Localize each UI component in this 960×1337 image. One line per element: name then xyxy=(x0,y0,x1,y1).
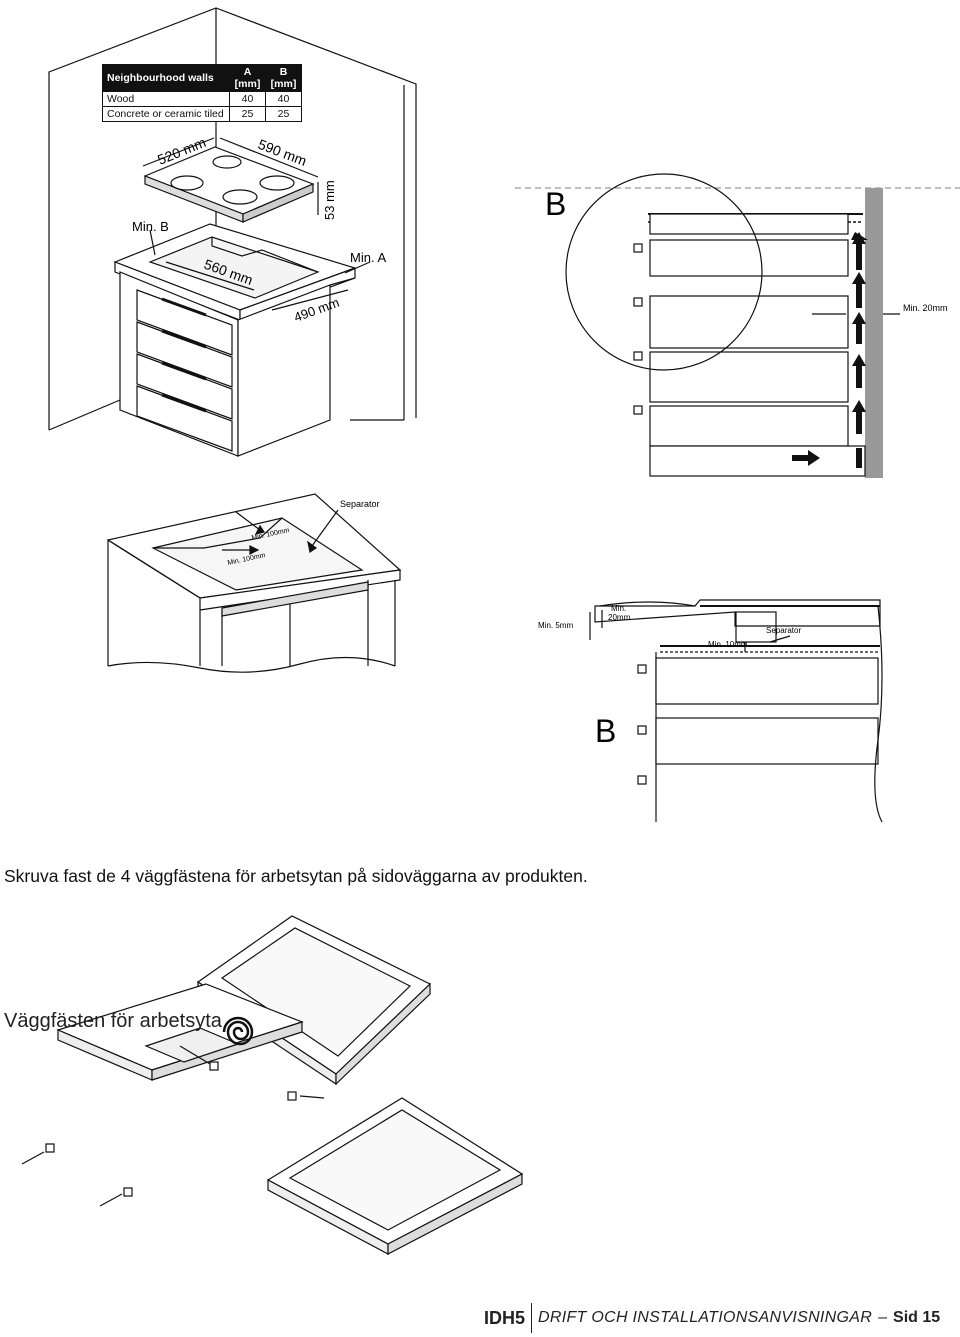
table-header-row: Neighbourhood walls A [mm] B [mm] xyxy=(102,64,302,92)
model-name: IDH5 xyxy=(484,1307,526,1328)
fig4-separator-label: Separator xyxy=(766,626,801,635)
instruction-text: Skruva fast de 4 väggfästena för arbetsy… xyxy=(4,866,588,886)
min-5-label: Min. 5mm xyxy=(538,621,573,630)
dim-53: 53 mm xyxy=(322,180,337,220)
min-10-label: Min. 10mm xyxy=(708,640,748,649)
manual-title: DRIFT OCH INSTALLATIONSANVISNINGAR xyxy=(538,1309,873,1326)
neighbourhood-walls-table: Neighbourhood walls A [mm] B [mm] Wood 4… xyxy=(102,64,302,122)
fig4-letter: B xyxy=(595,713,616,749)
airflow-section xyxy=(515,173,960,478)
airflow-arrows xyxy=(792,232,868,468)
footer-divider xyxy=(531,1303,533,1333)
min-20-label-line1: Min. xyxy=(611,604,626,613)
table-row: Wood 40 40 xyxy=(102,91,302,107)
fig3-separator-label: Separator xyxy=(340,499,380,509)
drawer-fronts xyxy=(136,289,233,452)
cabinet-installation-diagram: 520 mm 590 mm 53 mm 560 mm 490 mm Min. A… xyxy=(48,7,960,478)
fig2-letter: B xyxy=(545,186,566,222)
bracket-mounting-diagram xyxy=(21,915,524,1255)
page-footer: IDH5 DRIFT OCH INSTALLATIONSANVISNINGAR … xyxy=(484,1303,940,1333)
page-number: Sid 15 xyxy=(893,1309,941,1326)
footer-dash: – xyxy=(878,1309,888,1326)
min-b-label: Min. B xyxy=(132,219,169,234)
min-20-label-line2: 20mm xyxy=(608,613,631,622)
hob-drawing xyxy=(143,146,315,223)
min-a-label: Min. A xyxy=(350,250,386,265)
table-row: Concrete or ceramic tiled 25 25 xyxy=(102,106,302,122)
dim-590: 590 mm xyxy=(256,136,309,169)
min-20-label: Min. 20mm xyxy=(903,303,948,313)
bracket-label: Väggfästen för arbetsyta xyxy=(4,1010,222,1032)
separator-diagrams: Separator Min. 100mm Min. 100mm Min. 5mm… xyxy=(106,493,883,823)
